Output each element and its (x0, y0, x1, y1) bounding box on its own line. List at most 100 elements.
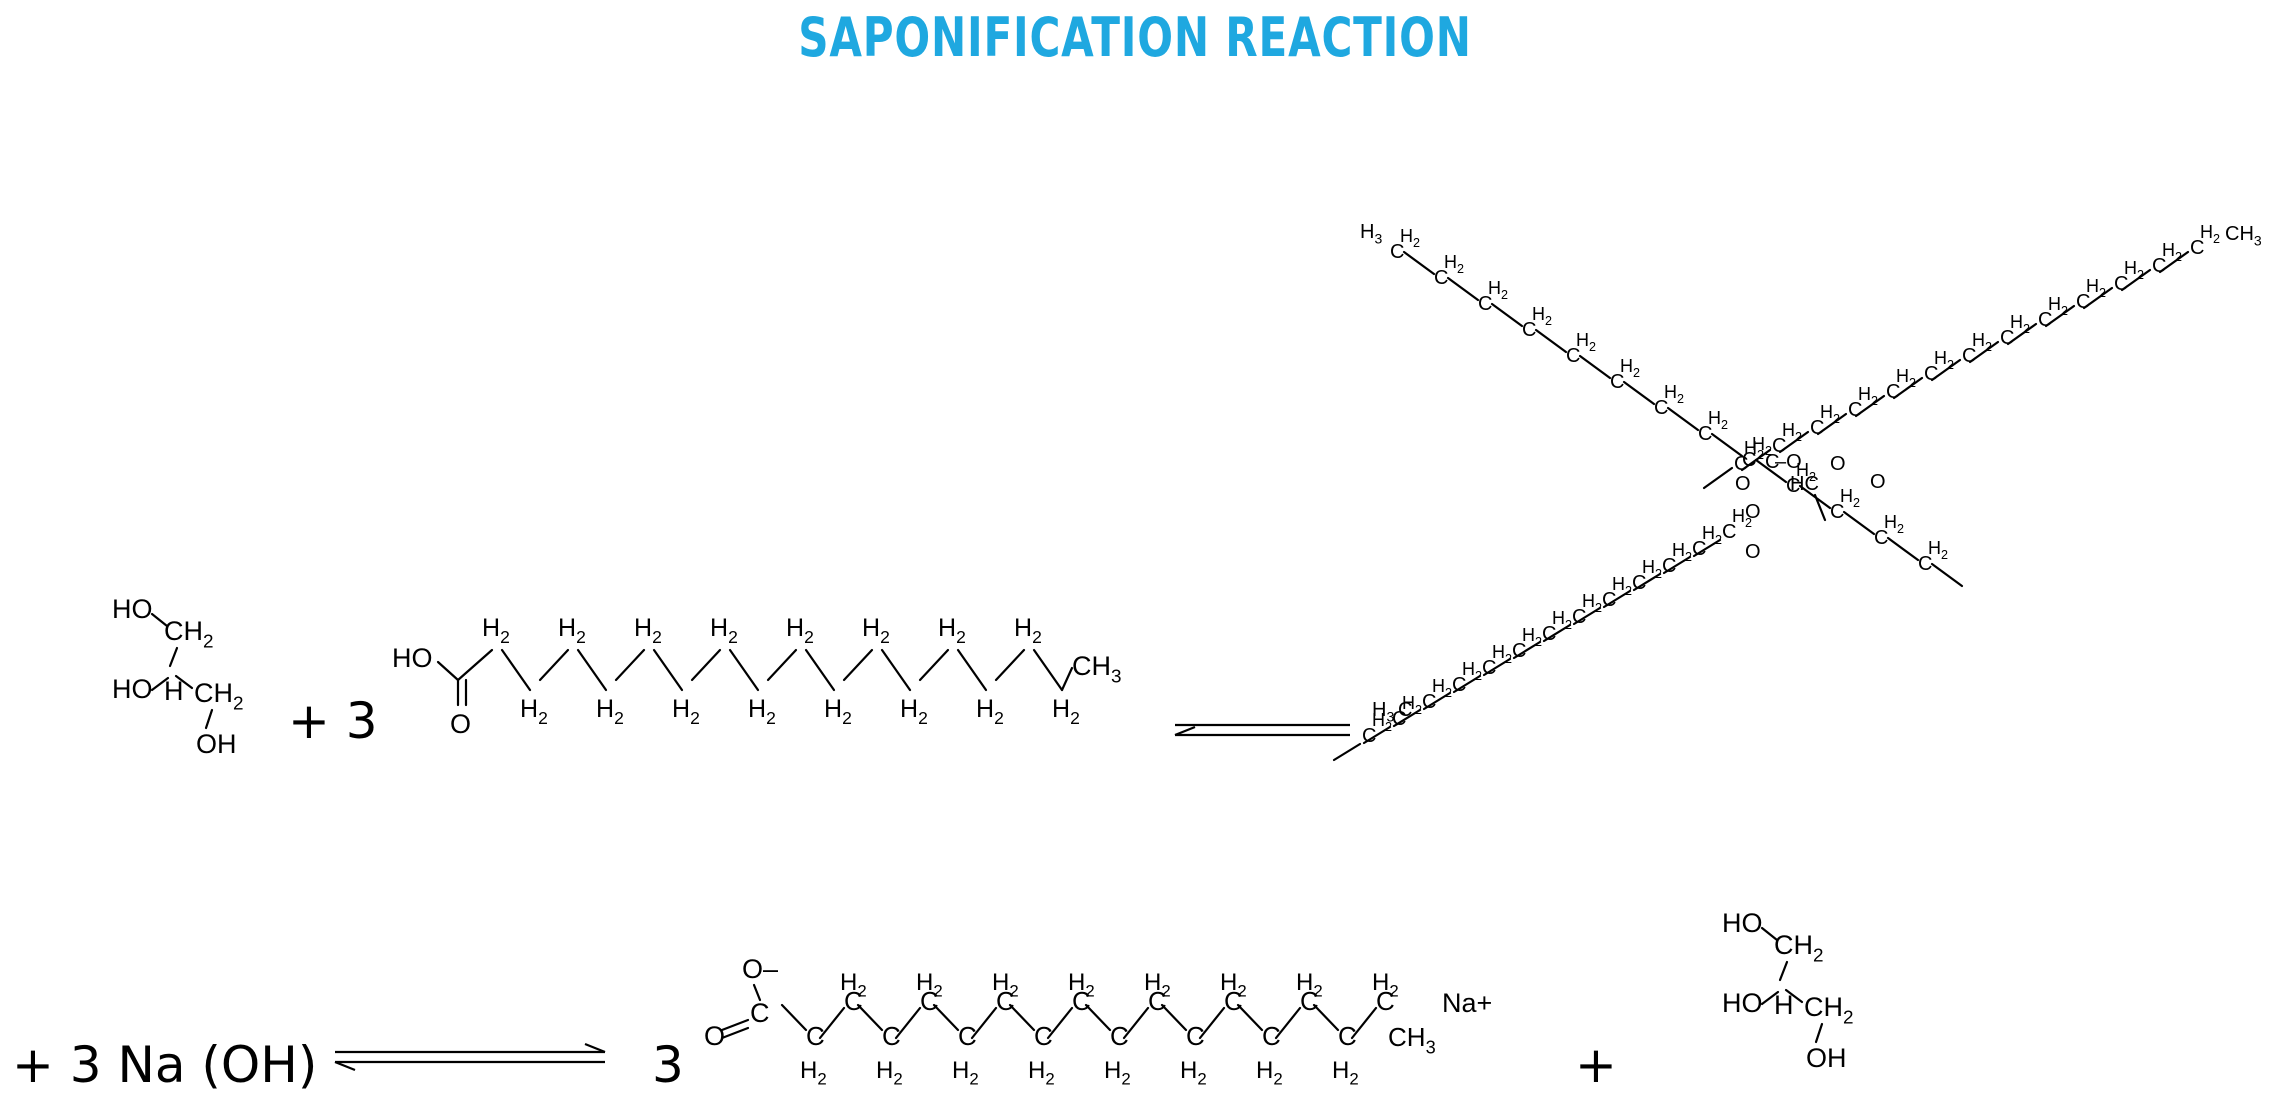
lower-carbon-label: C (1452, 674, 1466, 696)
chain-bond (766, 648, 798, 682)
lower-hydrogen-label: H2 (1582, 591, 1602, 615)
chain-bond (880, 648, 912, 692)
upper-right-carbon-label: C (1962, 345, 1976, 367)
upper-right-hydrogen-label: H2 (1820, 402, 1840, 426)
upper-right-carbon-label: C (1886, 381, 1900, 403)
upper-left-chain-hydrogen-label: H2 (1620, 356, 1640, 380)
soap-chain-bond (1312, 1003, 1340, 1032)
soap-carbon-label: C (1338, 1021, 1357, 1051)
lower-bond (1482, 657, 1512, 677)
soap-chain-bond (1008, 1003, 1036, 1032)
lower-carbon-label: C (1362, 725, 1376, 747)
glycerol-ho-mid-label: HO (1722, 988, 1763, 1018)
ester-oxygen-label: –O (1775, 451, 1802, 473)
soap-hydrogen-label: H2 (876, 1057, 903, 1089)
upper-right-bond (1740, 448, 1772, 472)
upper-right-carbon-label: C (1810, 417, 1824, 439)
methylene-h2-label: H2 (786, 614, 814, 647)
soap-carbon-label: C (844, 986, 863, 1016)
upper-left-chain-carbon-label: C (1478, 293, 1492, 315)
ester-carbon-label: C (1765, 451, 1779, 473)
upper-left-chain-hydrogen-label: H2 (1928, 538, 1948, 562)
lower-bond (1392, 708, 1422, 728)
lower-bond (1422, 691, 1452, 711)
upper-right-hydrogen-label: H2 (2010, 312, 2030, 336)
fatty-acid-terminal-label: CH3 (1072, 651, 1122, 688)
soap-hydrogen-label: H2 (1256, 1057, 1283, 1089)
bond-line (752, 983, 762, 1002)
lower-hydrogen-label: H2 (1372, 710, 1392, 734)
soap-hydrogen-label: H2 (840, 969, 867, 1001)
soap-hydrogen-label: H2 (1144, 969, 1171, 1001)
soap-chain-bond (1046, 1006, 1074, 1040)
glycerol-ho-top-label: HO (1722, 908, 1763, 938)
lower-hydrogen-label: H2 (1702, 523, 1722, 547)
soap-hydrogen-label: H2 (1180, 1057, 1207, 1089)
lower-bond (1542, 623, 1572, 643)
soap-chain-bond (780, 1003, 808, 1032)
soap-hydrogen-label: H2 (952, 1057, 979, 1089)
lower-carbon-label: C (1572, 606, 1586, 628)
terminal-top-left-label: H3 (1360, 221, 1382, 247)
upper-left-chain-bond (1842, 510, 1876, 536)
soap-carbon-label: C (1300, 986, 1319, 1016)
lower-carbon-label: C (1602, 589, 1616, 611)
upper-right-carbon-label: C (2000, 327, 2014, 349)
lower-carbon-label: C (1512, 640, 1526, 662)
upper-right-bond (1968, 340, 2000, 364)
upper-left-chain-carbon-label: C (1566, 345, 1580, 367)
soap-hydrogen-label: H2 (1104, 1057, 1131, 1089)
soap-chain-bond (1198, 1006, 1226, 1040)
lower-bond (1602, 589, 1632, 609)
methylene-h2-label: H2 (634, 614, 662, 647)
lower-bond (1512, 640, 1542, 660)
upper-left-chain-bond (1754, 458, 1788, 484)
upper-right-carbon-label: C (2076, 291, 2090, 313)
upper-left-chain-carbon-label: C (1698, 423, 1712, 445)
glycerol-h-label: H (164, 676, 184, 706)
upper-left-chain-carbon-label: C (1830, 501, 1844, 523)
methylene-h2-label: H2 (672, 695, 700, 728)
bond-line (1760, 926, 1779, 942)
methylene-h2-label: H2 (900, 695, 928, 728)
methylene-h2-label: H2 (1014, 614, 1042, 647)
soap-chain-bond (894, 1006, 922, 1040)
methylene-h2-label: H2 (976, 695, 1004, 728)
glycerol-ho-mid-label: HO (112, 674, 153, 704)
soap-hydrogen-label: H2 (1332, 1057, 1359, 1089)
upper-right-hydrogen-label: H2 (1782, 420, 1802, 444)
methylene-h2-label: H2 (596, 695, 624, 728)
lower-bond (1632, 572, 1662, 592)
upper-left-chain-hydrogen-label: H2 (1400, 226, 1420, 250)
upper-left-chain-carbon-label: C (1786, 475, 1800, 497)
soap-carbon-label: C (1110, 1021, 1129, 1051)
lower-carbon-label: C (1692, 538, 1706, 560)
upper-right-bond (2082, 286, 2114, 310)
soap-hydrogen-label: H2 (916, 969, 943, 1001)
fatty-acid-carbonyl-label: O (450, 709, 471, 739)
upper-right-bond (1854, 394, 1886, 418)
soap-hydrogen-label: H2 (1028, 1057, 1055, 1089)
upper-left-chain-hydrogen-label: H2 (1796, 460, 1816, 484)
upper-right-bond (1892, 376, 1924, 400)
upper-left-chain-carbon-label: C (1610, 371, 1624, 393)
equilibrium-arrow-1 (1174, 723, 1350, 737)
lower-hydrogen-label: H2 (1402, 693, 1422, 717)
chain-bond (842, 648, 874, 682)
chain-bond (538, 648, 570, 682)
upper-left-chain-bond (1446, 276, 1480, 302)
lower-carbon-label: C (1392, 708, 1406, 730)
upper-right-carbon-label: C (2190, 237, 2204, 259)
soap-chain-bond (1274, 1006, 1302, 1040)
glycerol-ch-label: HC (1790, 473, 1819, 495)
bond-line (168, 646, 179, 668)
soap-carbon-label: C (1072, 986, 1091, 1016)
upper-left-chain-hydrogen-label: H2 (1532, 304, 1552, 328)
upper-right-bond (2044, 304, 2076, 328)
upper-left-chain-hydrogen-label: H2 (1840, 486, 1860, 510)
chain-bond (690, 648, 722, 682)
lower-carbon-label: C (1482, 657, 1496, 679)
